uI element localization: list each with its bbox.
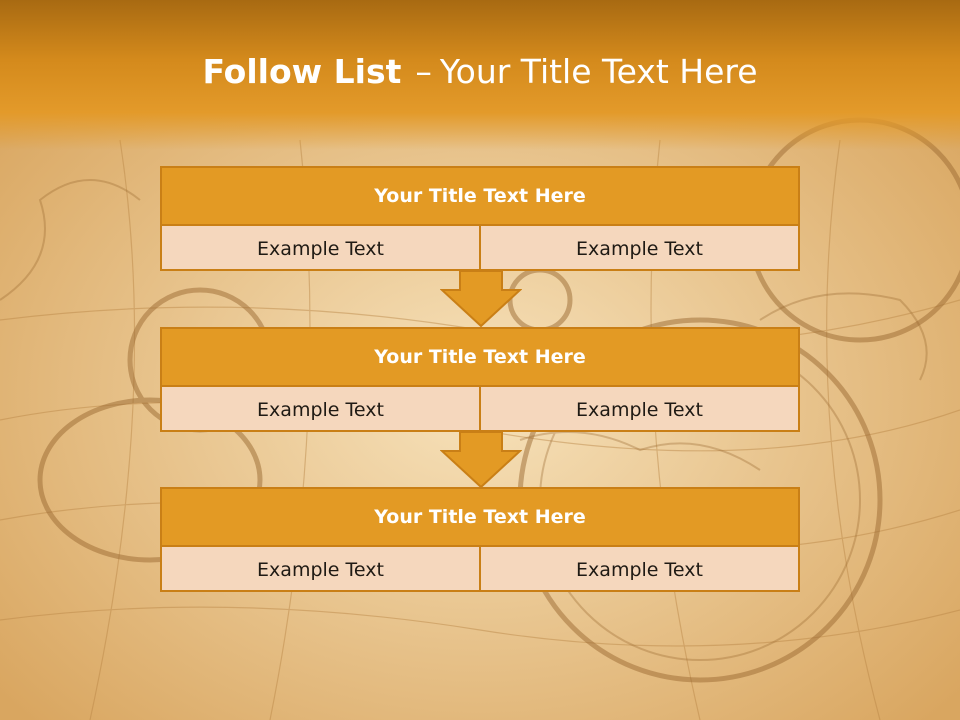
header-bar (0, 0, 960, 150)
step-3-left-text: Example Text (162, 547, 481, 592)
step-title-3: Your Title Text Here (162, 489, 798, 547)
down-arrow-icon-2 (440, 431, 522, 489)
slide-title: Follow List–Your Title Text Here (0, 52, 960, 91)
step-title-2: Your Title Text Here (162, 329, 798, 387)
step-box-1: Your Title Text Here Example Text Exampl… (160, 166, 800, 271)
step-1-right-text: Example Text (576, 237, 703, 260)
title-rest: Your Title Text Here (439, 52, 758, 91)
title-separator: – (415, 52, 432, 91)
step-2-left-text: Example Text (162, 387, 481, 432)
step-row-2: Example Text Example Text (162, 387, 798, 432)
step-3-right-text: Example Text (576, 558, 703, 581)
down-arrow-icon-1 (440, 270, 522, 328)
title-bold: Follow List (202, 52, 402, 91)
step-box-3: Your Title Text Here Example Text Exampl… (160, 487, 800, 592)
step-2-right-text: Example Text (576, 398, 703, 421)
step-1-left-text: Example Text (162, 226, 481, 271)
step-row-3: Example Text Example Text (162, 547, 798, 592)
step-box-2: Your Title Text Here Example Text Exampl… (160, 327, 800, 432)
step-row-1: Example Text Example Text (162, 226, 798, 271)
step-title-1: Your Title Text Here (162, 168, 798, 226)
